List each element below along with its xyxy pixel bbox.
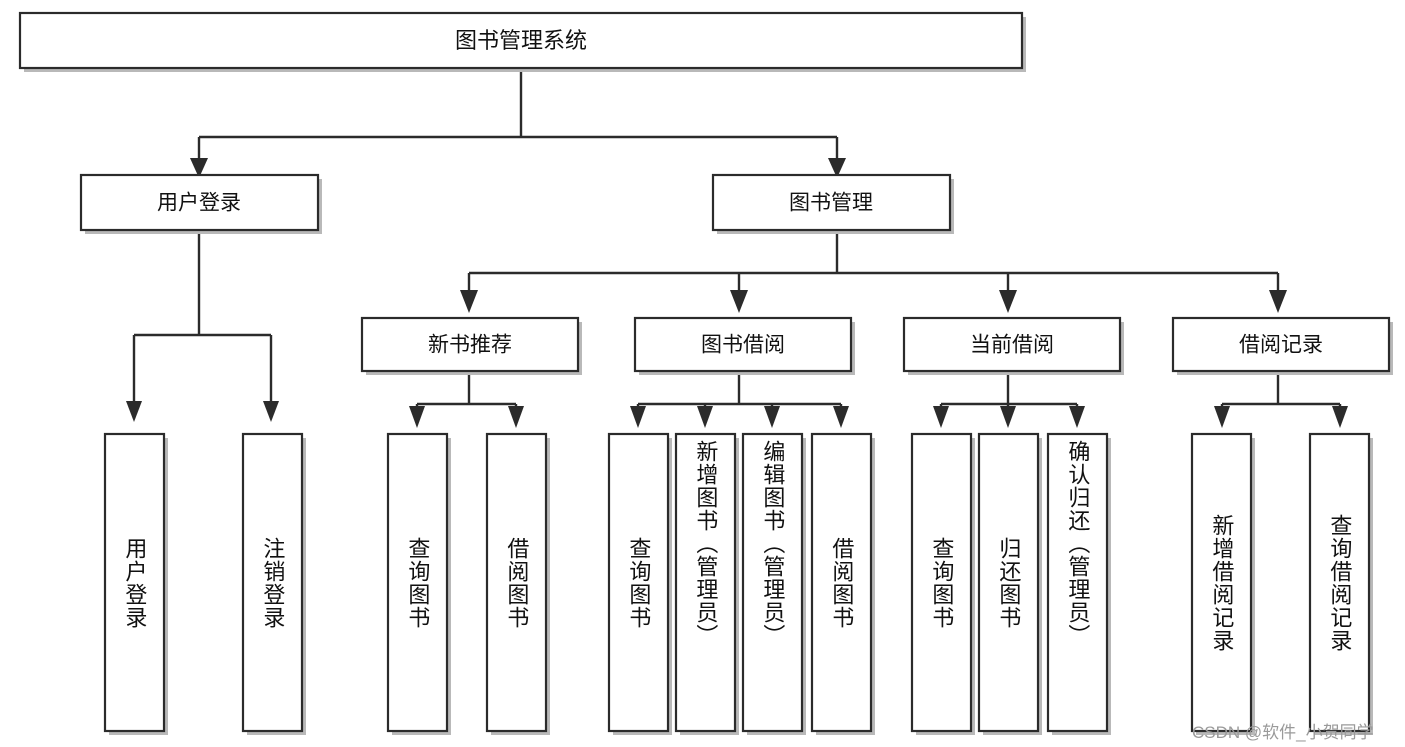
arrowhead-leaf-query-book-1 bbox=[409, 406, 425, 428]
node-new-book-recommend[interactable]: 新书推荐 bbox=[360, 316, 582, 375]
node-current-borrow-rect bbox=[902, 316, 1122, 373]
node-user-login-label: 用户登录 bbox=[157, 192, 241, 215]
leaf-borrow-book-1-rect bbox=[485, 432, 548, 733]
arrowhead-leaf-user-login bbox=[126, 401, 142, 422]
arrowhead-current-borrow bbox=[999, 290, 1017, 313]
leaf-node-leaf-borrow-book-2[interactable] bbox=[810, 432, 875, 735]
leaf-node-leaf-logout-login[interactable] bbox=[241, 432, 306, 735]
node-current-borrow[interactable]: 当前借阅 bbox=[902, 316, 1124, 375]
leaf-add-record-rect bbox=[1190, 432, 1253, 733]
leaf-query-book-1-rect bbox=[386, 432, 449, 733]
connector-book-borrow-trunk bbox=[636, 373, 843, 410]
connector-user-login-trunk bbox=[132, 232, 273, 403]
arrowhead-leaf-confirm-return bbox=[1069, 406, 1085, 428]
leaf-confirm-return-rect bbox=[1046, 432, 1109, 733]
leaf-node-leaf-confirm-return[interactable] bbox=[1046, 432, 1111, 735]
leaf-return-book-rect bbox=[977, 432, 1040, 733]
leaf-query-book-3-rect bbox=[910, 432, 973, 733]
node-book-management[interactable]: 图书管理 bbox=[711, 173, 954, 234]
arrowhead-leaf-borrow-book-2 bbox=[833, 406, 849, 428]
node-book-borrow-rect bbox=[633, 316, 853, 373]
leaf-node-leaf-borrow-book-1[interactable] bbox=[485, 432, 550, 735]
leaf-node-leaf-return-book[interactable] bbox=[977, 432, 1042, 735]
arrowhead-user-login bbox=[190, 158, 208, 178]
arrowhead-leaf-add-book bbox=[697, 406, 713, 428]
arrowhead-leaf-query-book-3 bbox=[933, 406, 949, 428]
arrowhead-borrow-record bbox=[1269, 290, 1287, 313]
node-borrow-record-label: 借阅记录 bbox=[1239, 334, 1323, 357]
leaf-node-leaf-edit-book[interactable] bbox=[741, 432, 806, 735]
node-new-book-recommend-rect bbox=[360, 316, 580, 373]
leaf-borrow-book-2-rect bbox=[810, 432, 873, 733]
node-book-borrow-label: 图书借阅 bbox=[701, 334, 785, 357]
arrowhead-leaf-add-record bbox=[1214, 406, 1230, 428]
node-borrow-record-rect bbox=[1171, 316, 1391, 373]
node-book-management-rect bbox=[711, 173, 952, 232]
leaf-node-leaf-add-record[interactable] bbox=[1190, 432, 1255, 735]
arrowhead-leaf-edit-book bbox=[764, 406, 780, 428]
arrowhead-leaf-query-book-2 bbox=[630, 406, 646, 428]
arrowhead-book-borrow bbox=[730, 290, 748, 313]
connector-root-trunk bbox=[197, 70, 839, 160]
leaf-node-leaf-query-book-3[interactable] bbox=[910, 432, 975, 735]
leaf-query-record-rect bbox=[1308, 432, 1371, 733]
connector-book-management-trunk bbox=[467, 232, 1280, 292]
leaf-user-login-rect bbox=[103, 432, 166, 733]
leaf-logout-login-rect bbox=[241, 432, 304, 733]
node-book-borrow[interactable]: 图书借阅 bbox=[633, 316, 855, 375]
leaf-node-leaf-query-record[interactable] bbox=[1308, 432, 1373, 735]
connector-borrow-record-trunk bbox=[1220, 373, 1342, 410]
leaf-add-book-rect bbox=[674, 432, 737, 733]
node-borrow-record[interactable]: 借阅记录 bbox=[1171, 316, 1393, 375]
node-current-borrow-label: 当前借阅 bbox=[970, 334, 1054, 357]
connectors bbox=[126, 70, 1348, 428]
node-user-login[interactable]: 用户登录 bbox=[79, 173, 322, 234]
leaf-node-leaf-query-book-2[interactable] bbox=[607, 432, 672, 735]
leaf-node-leaf-query-book-1[interactable] bbox=[386, 432, 451, 735]
arrowhead-leaf-borrow-book-1 bbox=[508, 406, 524, 428]
arrowhead-leaf-query-record bbox=[1332, 406, 1348, 428]
arrowhead-leaf-return-book bbox=[1000, 406, 1016, 428]
node-root[interactable]: 图书管理系统 bbox=[18, 11, 1026, 72]
arrowhead-new-book-recommend bbox=[460, 290, 478, 313]
node-book-management-label: 图书管理 bbox=[789, 192, 873, 215]
node-root-label: 图书管理系统 bbox=[455, 28, 587, 53]
arrowhead-book-management bbox=[828, 158, 846, 178]
leaf-query-book-2-rect bbox=[607, 432, 670, 733]
leaf-node-leaf-user-login[interactable] bbox=[103, 432, 168, 735]
leaf-edit-book-rect bbox=[741, 432, 804, 733]
leaf-node-leaf-add-book[interactable] bbox=[674, 432, 739, 735]
node-new-book-recommend-label: 新书推荐 bbox=[428, 334, 512, 357]
connector-new-book-recommend-trunk bbox=[415, 373, 518, 410]
connector-current-borrow-trunk bbox=[939, 373, 1079, 410]
node-user-login-rect bbox=[79, 173, 320, 232]
node-root-rect bbox=[18, 11, 1024, 70]
leaf-boxes bbox=[103, 432, 1373, 735]
arrowhead-leaf-logout-login bbox=[263, 401, 279, 422]
